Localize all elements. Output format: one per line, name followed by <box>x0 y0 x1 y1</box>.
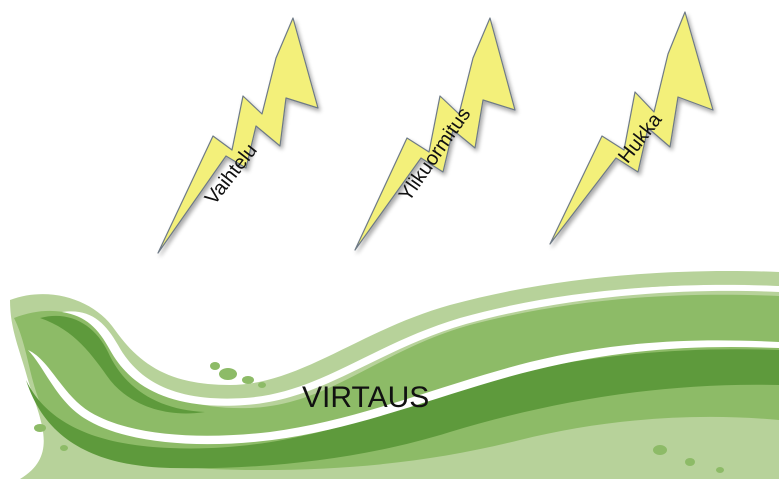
flow-label: VIRTAUS <box>302 381 429 414</box>
bolt-vaihtelu: Vaihtelu <box>157 17 319 254</box>
wave-droplets <box>34 362 724 473</box>
bolt-ylikuormitus: Ylikuormitus <box>354 17 516 251</box>
flow-wave <box>10 270 779 479</box>
wave-curl-dark <box>40 315 205 414</box>
lightning-bolt-icon <box>157 17 319 254</box>
wave-highlight <box>480 278 779 308</box>
bolt-hukka: Hukka <box>549 11 714 245</box>
wave-band-mid <box>14 294 779 470</box>
lightning-bolt-icon <box>354 17 516 251</box>
lightning-bolt-icon <box>549 11 714 245</box>
